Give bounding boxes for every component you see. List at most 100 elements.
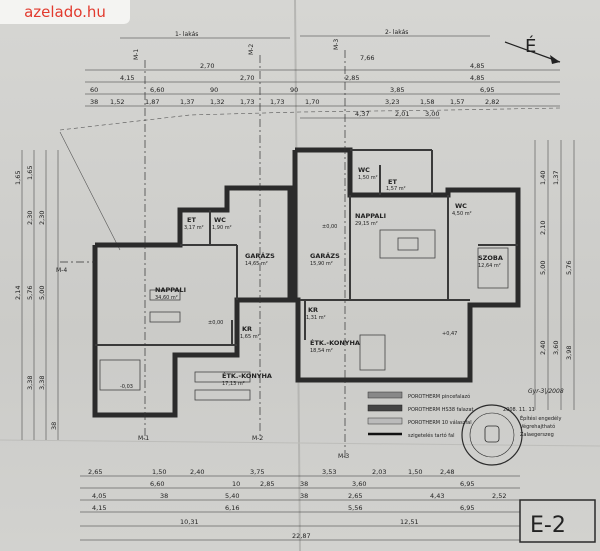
room-et-2-area: 1,57 m² [386, 186, 406, 192]
room-nappali-1: NAPPALI [155, 286, 186, 294]
section-cut-lines [60, 50, 346, 460]
bottom-dim-1d: 3,75 [250, 468, 264, 476]
right-dim-f: 2,40 [539, 341, 547, 355]
legend-item-3: POROTHERM 10 válaszfal [408, 419, 472, 426]
stamp-date: 2008. 11. 11 [503, 407, 535, 413]
approval-stamp [461, 404, 523, 466]
bottom-dimension-lines [80, 475, 520, 541]
room-kr-1-area: 1,65 m² [240, 334, 260, 340]
bottom-dim-2c: 2,85 [260, 480, 274, 488]
right-dim-a: 1,40 [539, 171, 547, 185]
top-dim-4d: 1,37 [180, 98, 194, 106]
right-dim-h: 3,98 [565, 346, 573, 360]
top-dim-1b: 4,85 [470, 62, 484, 70]
left-dim-h: 3,38 [26, 376, 34, 390]
room-et-2: ET [388, 178, 397, 186]
left-dim-d: 2,30 [38, 211, 46, 225]
furniture-sketches [99, 229, 509, 401]
room-garazs-1-area: 14,65 m² [245, 261, 268, 267]
level-mark-1: ±0,00 [322, 224, 337, 230]
room-konyha-1-area: 17,13 m² [222, 381, 245, 387]
sheet-id-box [519, 499, 596, 543]
bottom-dim-3c: 5,40 [225, 492, 239, 500]
room-et-1: ET [187, 216, 196, 224]
section-marker-m2: M-2 [248, 44, 255, 55]
top-dim-4k: 1,57 [450, 98, 464, 106]
top-dim-3b: 6,60 [150, 86, 164, 94]
bottom-dim-2a: 6,60 [150, 480, 164, 488]
room-wc-2-area: 1,50 m² [358, 175, 378, 181]
top-dim-2b: 2,70 [240, 74, 254, 82]
room-nappali-2-area: 29,15 m² [355, 221, 378, 227]
room-konyha-2: ÉTK.-KONYHA [310, 338, 360, 347]
apartment-2-partitions [300, 149, 518, 340]
top-dim-4f: 1,73 [240, 98, 254, 106]
legend-item-2: POROTHERM HS38 falazat [408, 407, 474, 413]
room-nappali-1-area: 34,60 m² [155, 295, 178, 301]
top-dimension-lines [85, 69, 560, 119]
bottom-dim-1a: 2,65 [88, 468, 102, 476]
right-dim-c: 2,10 [539, 221, 547, 235]
left-dim-b: 1,65 [26, 166, 34, 180]
right-dim-g: 3,60 [552, 341, 560, 355]
bottom-dim-2b: 10 [232, 480, 240, 488]
top-dim-3e: 3,85 [390, 86, 404, 94]
section-marker-m3-bottom: M-3 [338, 453, 349, 460]
room-garazs-2-area: 15,90 m² [310, 261, 333, 267]
sheet-id: E-2 [530, 513, 566, 538]
level-mark-3: +0,47 [442, 331, 457, 337]
north-arrow-icon [504, 41, 561, 64]
bottom-dim-4b: 6,16 [225, 504, 239, 512]
legend-item-1: POROTHERM pincefalazó [408, 393, 470, 400]
top-dim-4i: 3,23 [385, 98, 399, 106]
bottom-dim-4d: 6,95 [460, 504, 474, 512]
top-dim-4a: 38 [90, 98, 98, 106]
top-dim-5b: 2,01 [395, 110, 409, 118]
left-dim-g: 5,00 [38, 286, 46, 300]
bottom-dim-2e: 3,60 [352, 480, 366, 488]
top-dim-4g: 1,73 [270, 98, 284, 106]
bottom-dim-3a: 4,05 [92, 492, 106, 500]
bottom-dim-5b: 12,51 [400, 518, 419, 526]
right-dimension-lines [534, 140, 575, 410]
watermark-logo[interactable]: azelado.hu [0, 0, 130, 24]
apartment-1-walls [92, 185, 293, 418]
room-wc-2: WC [358, 166, 370, 174]
bottom-dim-1g: 1,50 [408, 468, 422, 476]
room-kr-2-area: 1,31 m² [306, 315, 326, 321]
bottom-dim-3d: 38 [300, 492, 308, 500]
stamp-line-3: Zalaegerszeg [520, 432, 554, 438]
room-garazs-2: GARÁZS [310, 251, 340, 260]
top-dim-4b: 1,52 [110, 98, 124, 106]
room-kr-1: KR [242, 325, 252, 333]
legend [367, 391, 403, 436]
room-et-1-area: 3,17 m² [184, 225, 204, 231]
bottom-dim-3e: 2,65 [348, 492, 362, 500]
room-szoba-area: 12,64 m² [478, 263, 501, 269]
bottom-dim-1f: 2,03 [372, 468, 386, 476]
bottom-dim-1b: 1,50 [152, 468, 166, 476]
section-marker-m2-bottom: M-2 [252, 435, 263, 442]
top-dim-5c: 3,00 [425, 110, 439, 118]
north-mark: É [525, 35, 536, 57]
room-konyha-1: ÉTK.-KONYHA [222, 371, 272, 380]
stamp-line-1: Építési engedély [520, 414, 561, 422]
section-marker-m3: M-3 [333, 39, 340, 50]
bottom-dim-3f: 4,43 [430, 492, 444, 500]
top-dim-4e: 1,32 [210, 98, 224, 106]
section-marker-m4: M-4 [56, 267, 67, 274]
room-wc-1: WC [214, 216, 226, 224]
bottom-dim-2f: 6,95 [460, 480, 474, 488]
left-dim-e: 2,14 [14, 286, 22, 300]
bottom-dim-4a: 4,15 [92, 504, 106, 512]
room-wc-3-area: 4,50 m² [452, 211, 472, 217]
apartment-2-label: 2- lakás [385, 29, 408, 36]
left-dimension-lines [21, 150, 59, 440]
top-dim-3f: 6,95 [480, 86, 494, 94]
left-dim-c: 2,30 [26, 211, 34, 225]
bottom-dim-2d: 38 [300, 480, 308, 488]
room-wc-1-area: 1,90 m² [212, 225, 232, 231]
section-marker-m1-bottom: M-1 [138, 435, 149, 442]
